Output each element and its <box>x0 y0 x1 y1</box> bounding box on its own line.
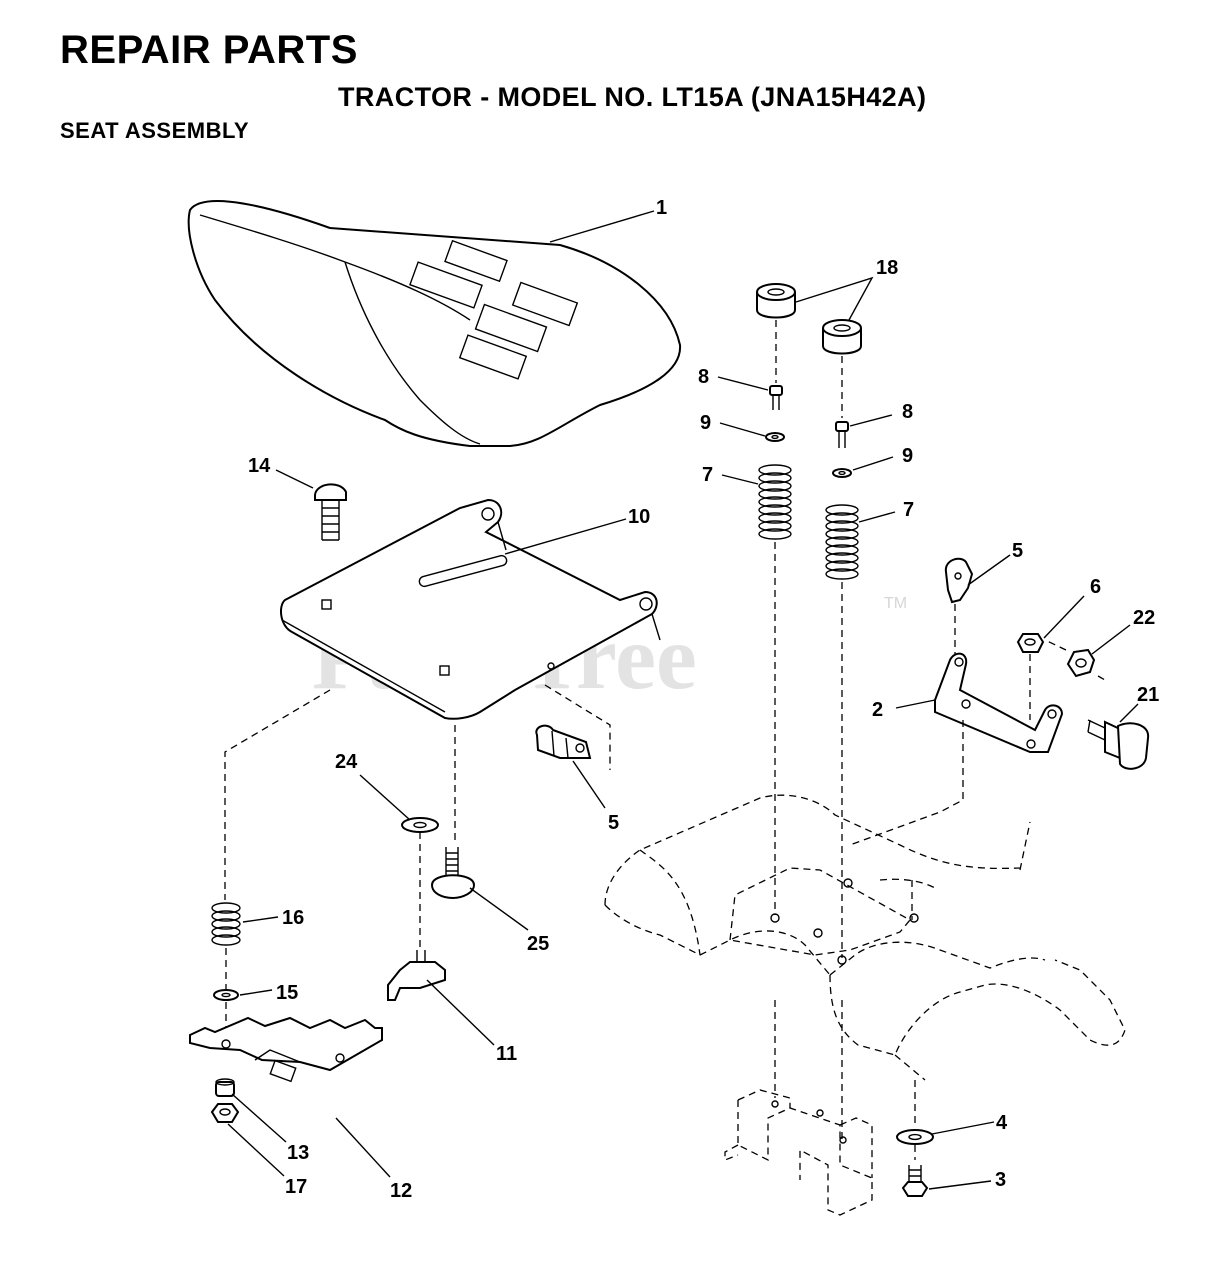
washer-4 <box>896 1129 934 1145</box>
spring-7-right <box>825 504 859 580</box>
leader-6 <box>1043 595 1085 639</box>
callout-5-left: 5 <box>608 812 619 834</box>
washer-9-right <box>832 468 852 478</box>
leader-3 <box>928 1180 992 1190</box>
spring-7-left <box>758 464 792 540</box>
bracket-2 <box>934 652 1064 753</box>
slide-rail-12 <box>189 1016 383 1083</box>
leader-13 <box>231 1093 287 1143</box>
callout-3: 3 <box>995 1169 1006 1191</box>
leader-7-left <box>721 474 759 485</box>
leader-1 <box>549 210 655 243</box>
leader-5-right <box>967 554 1011 586</box>
spring-16 <box>211 902 241 946</box>
callout-4: 4 <box>996 1112 1008 1134</box>
seat-switch-left <box>535 724 592 759</box>
leader-16 <box>242 916 279 923</box>
nut-13 <box>215 1078 235 1097</box>
callout-24: 24 <box>335 751 358 773</box>
callout-7-left: 7 <box>702 464 713 486</box>
callout-2: 2 <box>872 699 883 721</box>
callout-25: 25 <box>527 933 549 955</box>
leader-9-left <box>719 422 766 437</box>
leader-9-right <box>852 456 894 471</box>
seat-pan-part <box>279 498 661 720</box>
fender-outline <box>604 794 1126 1081</box>
seat-part <box>187 200 682 447</box>
dash-22 <box>1044 639 1106 681</box>
callout-18: 18 <box>876 257 898 279</box>
leader-5-left <box>572 760 606 809</box>
model-subtitle: TRACTOR - MODEL NO. LT15A (JNA15H42A) <box>338 82 927 112</box>
leader-10 <box>504 518 627 555</box>
leader-12 <box>335 1117 391 1178</box>
callout-14: 14 <box>248 455 271 477</box>
callout-9-right: 9 <box>902 445 913 467</box>
page-title: REPAIR PARTS <box>60 28 358 72</box>
leader-4 <box>931 1121 995 1135</box>
washer-15 <box>213 989 239 1001</box>
leader-8-left <box>717 376 769 391</box>
lower-frame-bracket <box>724 1089 873 1216</box>
callout-5-right: 5 <box>1012 540 1023 562</box>
callout-16: 16 <box>282 907 304 929</box>
callout-12: 12 <box>390 1180 412 1202</box>
bolt-21 <box>1087 719 1150 770</box>
leader-24 <box>359 774 411 821</box>
leader-18 <box>795 276 874 321</box>
dash-2-fender <box>849 720 964 846</box>
callout-22: 22 <box>1133 607 1155 629</box>
nut-6 <box>1016 633 1045 653</box>
leader-11 <box>426 979 495 1046</box>
nut-17 <box>210 1103 240 1123</box>
section-title: SEAT ASSEMBLY <box>60 118 250 143</box>
knob-25 <box>430 847 476 900</box>
callout-15: 15 <box>276 982 298 1004</box>
callout-17: 17 <box>285 1176 307 1198</box>
leader-14 <box>275 469 314 489</box>
washer-9-left <box>765 432 785 442</box>
bumper-18-left <box>756 283 796 319</box>
leader-25 <box>469 887 529 931</box>
knob-11 <box>387 950 446 1001</box>
watermark-tm: TM <box>884 595 907 612</box>
leader-17 <box>227 1123 285 1177</box>
screw-8-right <box>835 421 849 448</box>
leader-15 <box>239 989 273 996</box>
callout-7-right: 7 <box>903 499 914 521</box>
dash-pan-left <box>224 689 331 900</box>
leader-22 <box>1091 624 1131 655</box>
bolt-14 <box>314 483 347 541</box>
leader-8-right <box>849 414 893 427</box>
screw-8-left <box>769 385 783 410</box>
leader-21 <box>1119 703 1139 723</box>
callout-8-left: 8 <box>698 366 709 388</box>
dash-pan-right <box>544 684 611 770</box>
bolt-3 <box>901 1165 929 1197</box>
callout-13: 13 <box>287 1142 309 1164</box>
callout-6: 6 <box>1090 576 1101 598</box>
callout-9-left: 9 <box>700 412 711 434</box>
leader-2 <box>895 699 936 709</box>
nut-22 <box>1066 648 1096 678</box>
washer-24 <box>401 817 439 833</box>
bumper-18-right <box>822 319 862 355</box>
callout-21: 21 <box>1137 684 1159 706</box>
seat-switch-right <box>944 557 974 604</box>
callout-8-right: 8 <box>902 401 913 423</box>
callout-10: 10 <box>628 506 650 528</box>
leader-7-right <box>858 511 896 523</box>
callout-1: 1 <box>656 197 667 219</box>
callout-11: 11 <box>496 1043 517 1065</box>
